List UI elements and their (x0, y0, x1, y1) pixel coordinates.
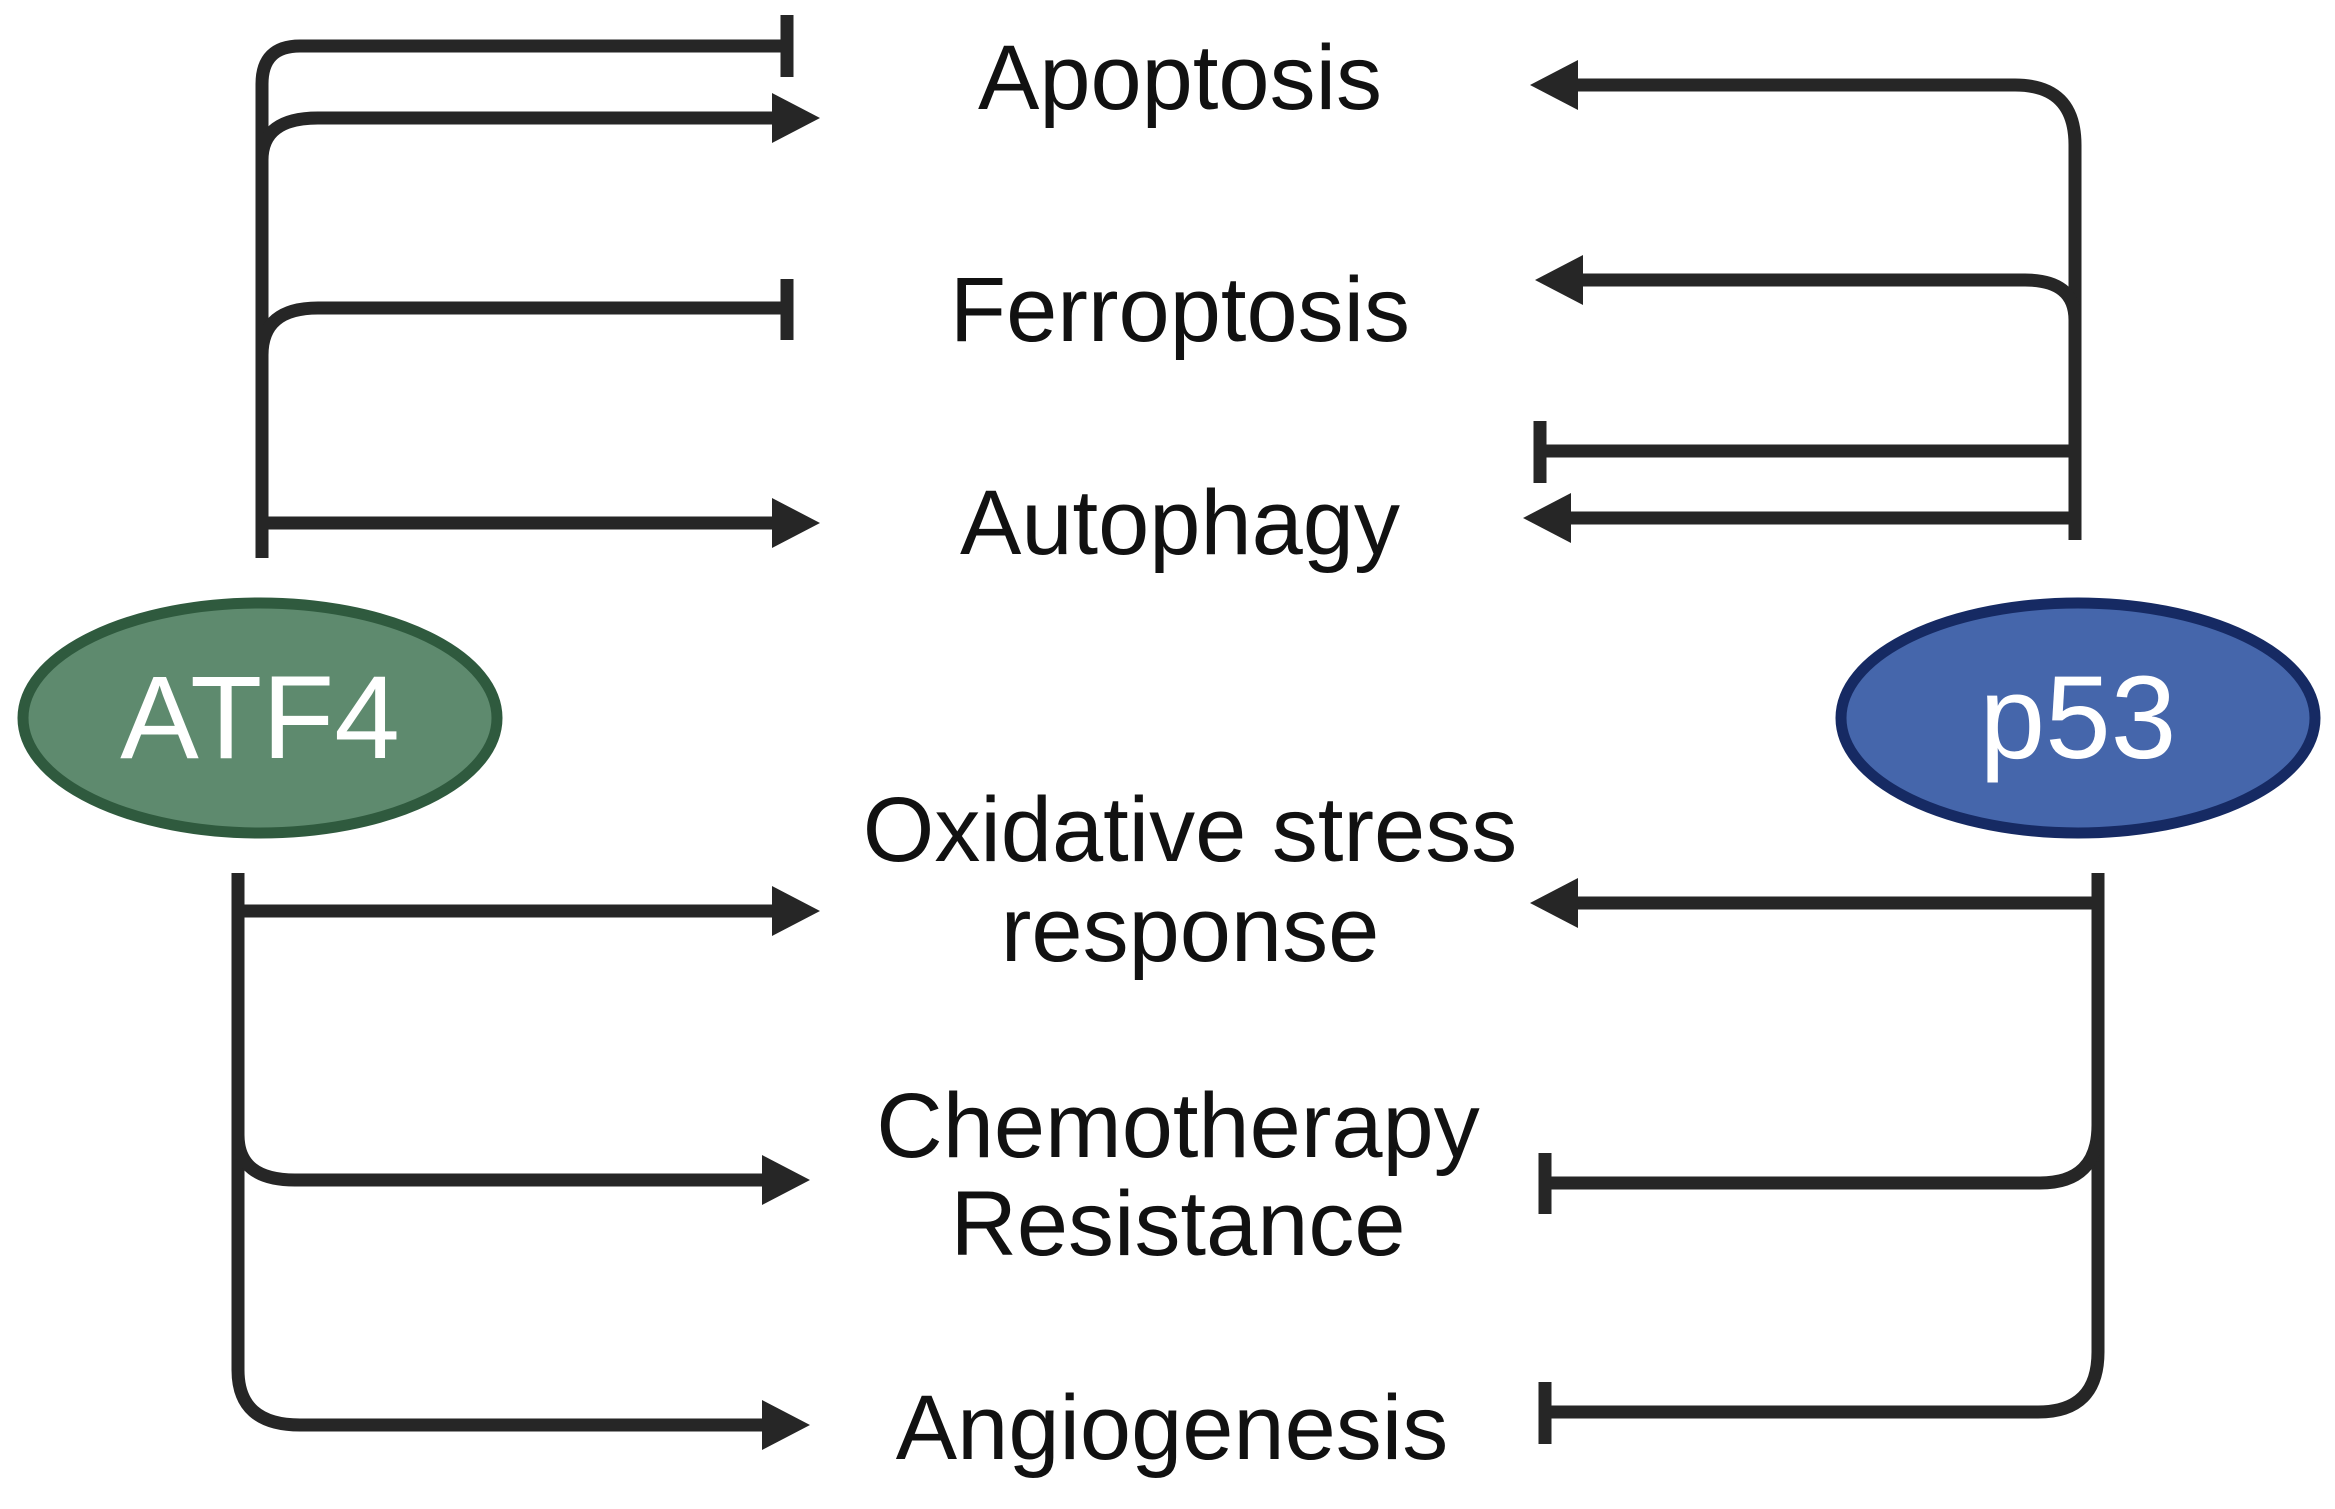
atf4-autophagy-arrowhead (772, 498, 820, 548)
p53-apoptosis-arrowhead (1530, 60, 1578, 110)
label-chemo-line1: Chemotherapy (876, 1075, 1479, 1177)
p53-ellipse (1835, 597, 2321, 839)
p53-ferroptosis-activate-edge (1580, 273, 2082, 321)
node-atf4: ATF4 (17, 597, 503, 839)
atf4-lower-branches (231, 873, 820, 1450)
atf4-oxidative-arrowhead (772, 886, 820, 936)
atf4-chemo-activate-edge (231, 1134, 765, 1187)
p53-oxidative-arrowhead (1530, 878, 1578, 928)
atf4-ellipse (17, 597, 503, 839)
label-apoptosis: Apoptosis (978, 27, 1382, 129)
atf4-apoptosis-activate-edge (255, 111, 775, 161)
label-oxidative-line2: response (1001, 879, 1379, 981)
p53-trunk-lower (1545, 873, 2105, 1419)
label-angiogenesis: Angiogenesis (896, 1377, 1448, 1479)
label-autophagy: Autophagy (960, 472, 1400, 574)
atf4-ferroptosis-inhibit-edge (255, 301, 787, 356)
atf4-trunk-lower (231, 873, 765, 1432)
node-p53: p53 (1835, 597, 2321, 839)
p53-autophagy-arrowhead (1523, 493, 1571, 543)
process-labels: Apoptosis Ferroptosis Autophagy Oxidativ… (863, 27, 1517, 1479)
label-ferroptosis: Ferroptosis (950, 259, 1410, 361)
p53-ferroptosis-arrowhead (1535, 255, 1583, 305)
p53-chemo-inhibit-edge (1545, 1124, 2105, 1190)
label-chemo-line2: Resistance (950, 1173, 1405, 1275)
p53-trunk-upper (1575, 78, 2082, 540)
atf4-apoptosis-arrowhead (772, 93, 820, 143)
atf4-trunk-upper (255, 39, 787, 558)
p53-upper-branches (1523, 60, 2082, 543)
atf4-label: ATF4 (120, 652, 400, 784)
atf4-upper-branches (255, 15, 820, 558)
p53-lower-branches (1530, 873, 2105, 1444)
label-oxidative-line1: Oxidative stress (863, 779, 1517, 881)
atf4-chemo-arrowhead (762, 1155, 810, 1205)
p53-label: p53 (1980, 652, 2177, 784)
atf4-angiogenesis-arrowhead (762, 1400, 810, 1450)
